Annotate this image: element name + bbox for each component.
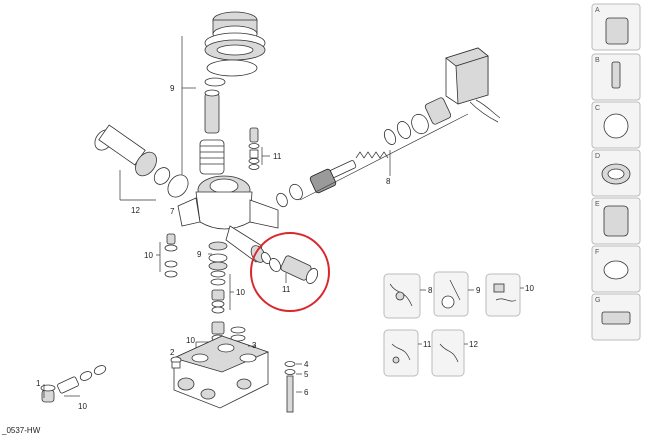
- callout-2: 2: [170, 348, 175, 357]
- fitting-2: [170, 356, 182, 369]
- sidebar-card-e[interactable]: E: [591, 197, 641, 245]
- kit-label-8: 8: [428, 286, 433, 295]
- manifold-block: [172, 335, 270, 409]
- kit-bag-12: [431, 329, 468, 377]
- sidebar-letter-d: D: [595, 153, 600, 160]
- callout-10-c: 10: [186, 336, 195, 345]
- kit-bag-9: [433, 271, 474, 317]
- sidebar-letter-b: B: [595, 57, 600, 64]
- sidebar-card-f[interactable]: F: [591, 245, 641, 293]
- highlighted-valve-assembly: [261, 252, 319, 284]
- sidebar-card-g[interactable]: G: [591, 293, 641, 341]
- kit-label-9: 9: [476, 286, 481, 295]
- valve-fitting-top: [248, 127, 270, 170]
- valve-stack-center: [208, 241, 234, 314]
- callout-10-b: 10: [236, 288, 245, 297]
- unloader-valve: [40, 365, 107, 403]
- callout-4: 4: [304, 360, 309, 369]
- kit-label-10: 10: [525, 284, 534, 293]
- callout-6: 6: [304, 388, 309, 397]
- callout-11-top: 11: [273, 152, 282, 161]
- motor-block: [445, 47, 501, 123]
- inlet-fitting: [94, 124, 189, 201]
- top-seal-assembly: [181, 11, 266, 175]
- kit-bag-11: [383, 329, 422, 377]
- sidebar-card-d[interactable]: D: [591, 149, 641, 197]
- callout-5: 5: [304, 370, 309, 379]
- kit-bag-8: [383, 273, 426, 319]
- sidebar-letter-c: C: [595, 105, 600, 112]
- sidebar-letter-e: E: [595, 201, 600, 208]
- callout-10-a: 10: [144, 251, 153, 260]
- sidebar-letter-f: F: [595, 249, 599, 256]
- callout-8: 8: [386, 177, 391, 186]
- callout-9-top: 9: [170, 84, 175, 93]
- callout-12: 12: [131, 206, 140, 215]
- kit-label-11: 11: [423, 340, 432, 349]
- callout-1: 1: [36, 379, 41, 388]
- valve-stack-left: [156, 233, 178, 278]
- sidebar-card-a[interactable]: A: [591, 3, 641, 51]
- highlight-circle: [250, 232, 330, 312]
- callout-10-d: 10: [78, 402, 87, 411]
- callout-11-mid: 11: [282, 285, 291, 294]
- sidebar-card-c[interactable]: C: [591, 101, 641, 149]
- callout-9-mid: 9: [197, 250, 202, 259]
- sidebar-letter-a: A: [595, 7, 600, 14]
- sidebar-letter-g: G: [595, 297, 600, 304]
- kit-bag-10: [485, 273, 524, 317]
- callout-7: 7: [170, 207, 175, 216]
- callout-3: 3: [252, 341, 257, 350]
- sidebar-card-b[interactable]: B: [591, 53, 641, 101]
- figure-code: _0537-HW: [1, 426, 41, 435]
- kit-label-12: 12: [469, 340, 478, 349]
- bolt-assembly: [284, 361, 302, 413]
- pump-head-body: [177, 175, 279, 263]
- drive-shaft-assembly: [276, 97, 469, 208]
